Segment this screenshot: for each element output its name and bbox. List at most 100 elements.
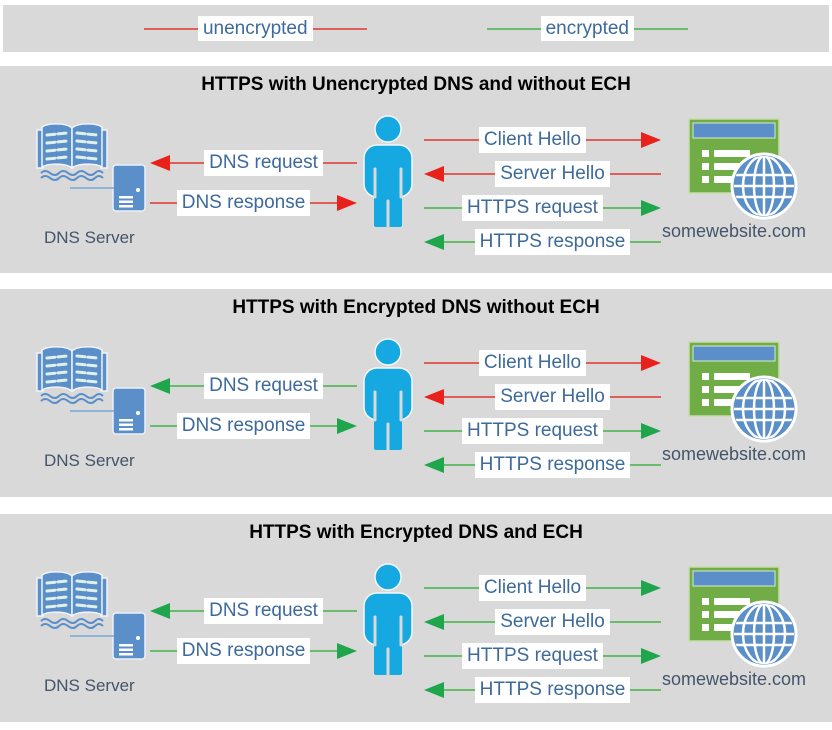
arrow-label: Server Hello [495, 384, 610, 410]
arrow-line [310, 425, 337, 427]
arrow-label: DNS request [204, 373, 323, 399]
arrow-line [444, 621, 496, 623]
arrow-line [444, 173, 496, 175]
left-arrowhead-icon [424, 614, 444, 630]
https-request-arrow: HTTPS request [424, 194, 661, 222]
arrow-label: HTTPS request [462, 195, 603, 221]
left-arrowhead-icon [424, 457, 444, 473]
arrow-line [630, 464, 662, 466]
arrow-line [424, 430, 463, 432]
right-arrowhead-icon [641, 423, 661, 439]
panel-title: HTTPS with Unencrypted DNS and without E… [201, 74, 631, 95]
book-server-connector-line [70, 410, 114, 412]
arrow-line [424, 207, 463, 209]
dns-server-tower-icon [112, 164, 146, 212]
arrow-line [444, 396, 496, 398]
dns-server-tower-icon [112, 387, 146, 435]
client-hello-arrow: Client Hello [424, 574, 661, 602]
arrow-line [322, 610, 357, 612]
legend-line [634, 27, 689, 30]
website-caption: somewebsite.com [662, 669, 807, 689]
user-person-icon [357, 563, 419, 677]
dns-response-arrow: DNS response [150, 637, 357, 665]
arrow-line [630, 689, 662, 691]
dns-server-caption: DNS Server [44, 228, 135, 247]
arrow-label: HTTPS response [474, 677, 631, 703]
arrow-line [310, 202, 337, 204]
arrow-label: DNS request [204, 598, 323, 624]
dns-book-icon [36, 568, 108, 634]
panel-https-encrypted-dns-without-ech: HTTPS with Encrypted DNS without ECH [0, 289, 832, 497]
book-server-connector-line [70, 187, 114, 189]
arrow-line [444, 464, 475, 466]
left-arrowhead-icon [150, 155, 170, 171]
dns-server-caption: DNS Server [44, 676, 135, 695]
book-server-connector-line [70, 635, 114, 637]
right-arrowhead-icon [641, 355, 661, 371]
right-arrowhead-icon [641, 200, 661, 216]
arrow-line [602, 655, 641, 657]
legend-line [143, 27, 198, 30]
arrow-line [170, 162, 205, 164]
panel-https-encrypted-dns-and-ech: HTTPS with Encrypted DNS and ECH [0, 514, 832, 722]
website-icon [688, 118, 798, 220]
left-arrowhead-icon [424, 234, 444, 250]
right-arrowhead-icon [641, 580, 661, 596]
dns-response-arrow: DNS response [150, 189, 357, 217]
arrow-line [424, 139, 479, 141]
arrow-line [602, 207, 641, 209]
dns-request-arrow: DNS request [150, 597, 357, 625]
arrow-line [444, 241, 475, 243]
website-caption: somewebsite.com [662, 221, 807, 241]
arrow-line [424, 362, 479, 364]
arrow-line [609, 396, 662, 398]
arrow-line [150, 202, 177, 204]
arrow-label: HTTPS response [474, 229, 631, 255]
https-request-arrow: HTTPS request [424, 417, 661, 445]
legend-line [486, 27, 541, 30]
dns-server-tower-icon [112, 612, 146, 660]
arrow-label: Client Hello [478, 575, 587, 601]
arrow-line [322, 162, 357, 164]
left-arrowhead-icon [424, 682, 444, 698]
legend-item-unencrypted: unencrypted [143, 16, 367, 41]
arrow-line [444, 689, 475, 691]
right-arrowhead-icon [337, 195, 357, 211]
website-icon [688, 566, 798, 668]
server-hello-arrow: Server Hello [424, 608, 662, 636]
dns-response-arrow: DNS response [150, 412, 357, 440]
arrow-line [586, 362, 641, 364]
panel-https-unencrypted-dns-without-ech: HTTPS with Unencrypted DNS and without E… [0, 66, 832, 273]
https-response-arrow: HTTPS response [424, 676, 662, 704]
dns-book-icon [36, 343, 108, 409]
arrow-label: DNS response [176, 638, 311, 664]
arrow-label: HTTPS request [462, 643, 603, 669]
panel-title: HTTPS with Encrypted DNS and ECH [249, 522, 583, 543]
arrow-line [424, 655, 463, 657]
arrow-label: DNS response [176, 190, 311, 216]
https-response-arrow: HTTPS response [424, 451, 662, 479]
right-arrowhead-icon [641, 132, 661, 148]
arrow-line [170, 610, 205, 612]
legend-label: unencrypted [197, 16, 313, 41]
legend-line [312, 27, 367, 30]
arrow-line [424, 587, 479, 589]
https-request-arrow: HTTPS request [424, 642, 661, 670]
user-person-icon [357, 115, 419, 229]
client-hello-arrow: Client Hello [424, 349, 661, 377]
left-arrowhead-icon [150, 603, 170, 619]
arrow-line [630, 241, 662, 243]
arrow-label: Client Hello [478, 350, 587, 376]
arrow-line [586, 139, 641, 141]
arrow-line [170, 385, 205, 387]
server-hello-arrow: Server Hello [424, 160, 662, 188]
dns-book-icon [36, 120, 108, 186]
website-icon [688, 341, 798, 443]
arrow-line [602, 430, 641, 432]
legend-label: encrypted [540, 16, 635, 41]
dns-request-arrow: DNS request [150, 372, 357, 400]
left-arrowhead-icon [150, 378, 170, 394]
arrow-line [586, 587, 641, 589]
panel-title: HTTPS with Encrypted DNS without ECH [232, 297, 600, 318]
legend-item-encrypted: encrypted [486, 16, 689, 41]
